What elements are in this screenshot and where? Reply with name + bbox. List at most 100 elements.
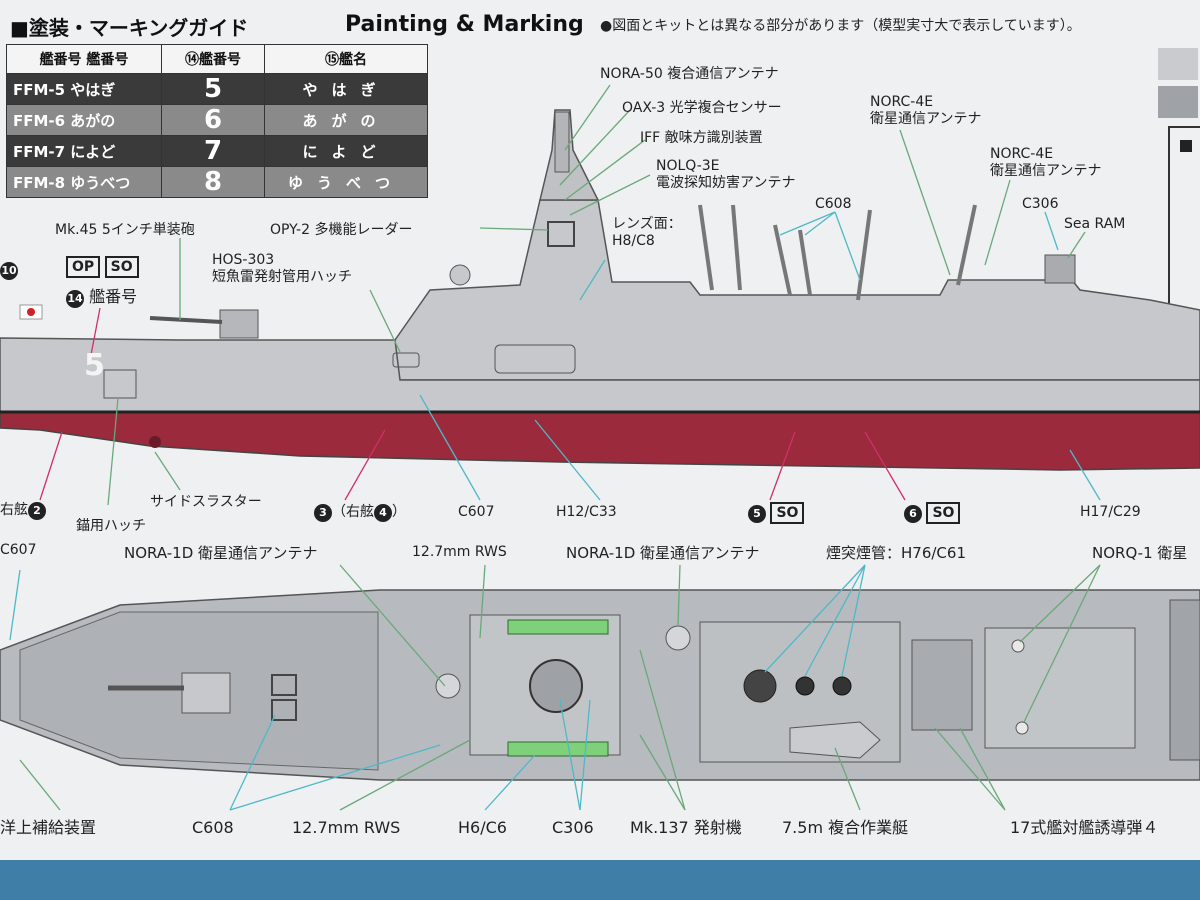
funnel-pipe	[795, 676, 815, 696]
searam-label: Sea RAM	[1064, 216, 1126, 232]
side-thruster-label: サイドスラスター	[150, 494, 262, 510]
badge-10: 10	[0, 262, 18, 280]
mk137-label: Mk.137 発射機	[630, 818, 742, 837]
norc4e-label-2: NORC-4E 衛星通信アンテナ	[990, 146, 1102, 179]
anchor-hatch-label: 錨用ハッチ	[76, 518, 146, 534]
title-en: Painting & Marking	[345, 12, 584, 37]
legend-frame	[1168, 126, 1200, 328]
ship-name: やはぎ	[264, 73, 428, 105]
norq1-label: NORQ-1 衛星	[1092, 544, 1188, 562]
badge-14-label: 14 艦番号	[66, 287, 138, 308]
work-boat	[789, 721, 881, 759]
ship-name: ゆうべつ	[264, 166, 428, 198]
paint-swatch	[1158, 48, 1198, 80]
ship-code: FFM-7 によど	[6, 135, 162, 167]
mk45-gun-barrel	[149, 316, 223, 324]
mast-octagon	[529, 659, 583, 713]
ship-name-table: 艦番号 艦番号 ⑭艦番号 ⑮艦名 FFM-5 やはぎ 5 やはぎ FFM-6 あ…	[6, 44, 428, 198]
side-door	[494, 344, 576, 374]
norq1-dome	[1011, 639, 1025, 653]
top-view	[0, 589, 1200, 781]
opy2-label: OPY-2 多機能レーダー	[270, 222, 413, 238]
c306-bottom-label: C306	[552, 818, 594, 837]
ssm-launchers	[911, 639, 973, 731]
antenna-mast	[956, 204, 977, 286]
replenish-fitting	[271, 674, 297, 696]
mk45-label: Mk.45 5インチ単装砲	[55, 222, 195, 238]
table-row: FFM-5 やはぎ 5 やはぎ	[6, 73, 428, 105]
gun-turret-top	[181, 672, 231, 714]
oax3-label: OAX-3 光学複合センサー	[622, 100, 782, 116]
op-badge: OP	[66, 256, 101, 278]
opy2-radar-panel	[547, 221, 575, 247]
hull-lower-red	[0, 411, 1200, 471]
h6c6-label: H6/C6	[458, 818, 507, 837]
hull-number: 6	[161, 104, 265, 136]
hull-number: 5	[161, 73, 265, 105]
hos303-label: HOS-303 短魚雷発射管用ハッチ	[212, 252, 352, 285]
green-panel	[507, 741, 609, 757]
funnel-pipe	[832, 676, 852, 696]
searam-launcher	[1044, 254, 1076, 284]
mk45-gun-turret	[219, 309, 259, 339]
badge-6-so: 6 SO	[904, 502, 961, 524]
hull-number: 7	[161, 135, 265, 167]
title-jp: ■塗装・マーキングガイド	[10, 16, 249, 40]
rws-label-a: 12.7mm RWS	[412, 544, 507, 560]
ensign-sun	[27, 308, 35, 316]
antenna-mast	[856, 209, 872, 301]
aft-deckhouse	[984, 627, 1136, 749]
box-edge	[0, 860, 1200, 900]
table-row: FFM-6 あがの 6 あがの	[6, 104, 428, 136]
ship-name: あがの	[264, 104, 428, 136]
nora50-antenna	[554, 111, 570, 173]
iff-label: IFF 敵味方識別装置	[640, 130, 763, 146]
antenna-mast	[773, 224, 792, 296]
antenna-mast	[731, 204, 742, 291]
ship-name: によど	[264, 135, 428, 167]
antenna-mast	[698, 204, 714, 291]
table-row: FFM-8 ゆうべつ 8 ゆうべつ	[6, 166, 428, 198]
table-header: ⑭艦番号	[161, 44, 265, 74]
ship-code: FFM-8 ゆうべつ	[6, 166, 162, 198]
nora1d-dome	[665, 625, 691, 651]
anchor-hatch-shape	[103, 369, 137, 399]
h17c29-label: H17/C29	[1080, 504, 1141, 520]
c306-top-label: C306	[1022, 196, 1059, 212]
superstructure	[394, 199, 1200, 381]
hull-number-marking: 5	[84, 348, 105, 383]
badge-5-so: 5 SO	[748, 502, 805, 524]
funnel-label: 煙突煙管：H76/C61	[826, 544, 966, 562]
leader-lines	[9, 84, 1101, 811]
lens-label: レンズ面： H8/C8	[612, 216, 682, 249]
so-badge: SO	[104, 256, 139, 278]
nora1d-label-b: NORA-1D 衛星通信アンテナ	[566, 544, 760, 562]
c607-label-a: C607	[458, 504, 495, 520]
side-profile	[0, 109, 1200, 471]
hull-number: 8	[161, 166, 265, 198]
rws-label-b: 12.7mm RWS	[292, 818, 401, 837]
c607-label-b: C607	[0, 542, 37, 558]
paint-swatch	[1158, 86, 1198, 118]
ssm17-label: 17式艦対艦誘導弾４	[1010, 818, 1159, 837]
replenish-fitting	[271, 699, 297, 721]
norq1-dome	[1015, 721, 1029, 735]
h12c33-label: H12/C33	[556, 504, 617, 520]
side-thruster-shape	[149, 436, 161, 448]
funnel-pipe	[743, 669, 777, 703]
nora1d-dome	[435, 673, 461, 699]
c608-top-label: C608	[815, 196, 852, 212]
table-header: ⑮艦名	[264, 44, 428, 74]
table-header: 艦番号 艦番号	[6, 44, 162, 74]
norc4e-label-1: NORC-4E 衛星通信アンテナ	[870, 94, 982, 127]
op-so-badges: OP SO	[66, 256, 139, 278]
boat-label: 7.5m 複合作業艇	[782, 818, 909, 837]
ship-code: FFM-5 やはぎ	[6, 73, 162, 105]
green-panel	[507, 619, 609, 635]
dome-antenna	[449, 264, 471, 286]
nora1d-label-a: NORA-1D 衛星通信アンテナ	[124, 544, 318, 562]
